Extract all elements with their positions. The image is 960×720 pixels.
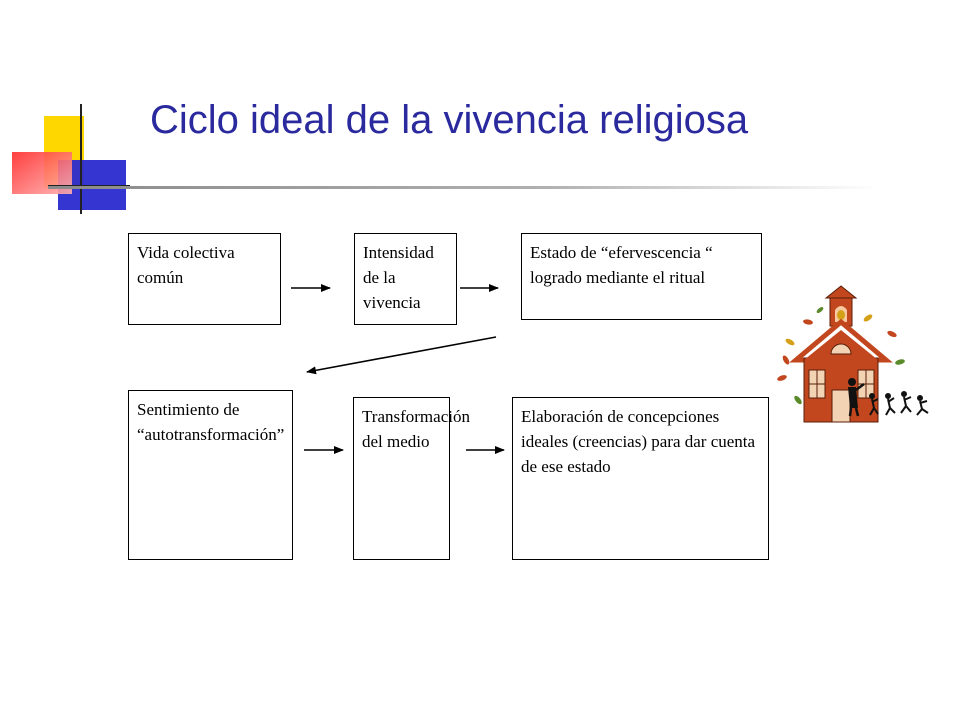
box-estado-efervescencia: Estado de “efervescencia “ logrado media… (521, 233, 762, 320)
box-sentimiento: Sentimiento de “autotransformación” (128, 390, 293, 560)
slide-title: Ciclo ideal de la vivencia religiosa (150, 98, 749, 142)
schoolhouse-with-children-icon (777, 285, 929, 423)
title-underline (48, 186, 878, 189)
arrow-estado-to-sentimiento (306, 336, 497, 375)
box-transformacion: Transformación del medio (353, 397, 470, 560)
box-elaboracion: Elaboración de concepciones ideales (cre… (512, 397, 769, 560)
box-vida-colectiva: Vida colectiva común (128, 233, 281, 325)
box-intensidad: Intensidad de la vivencia (354, 233, 457, 325)
